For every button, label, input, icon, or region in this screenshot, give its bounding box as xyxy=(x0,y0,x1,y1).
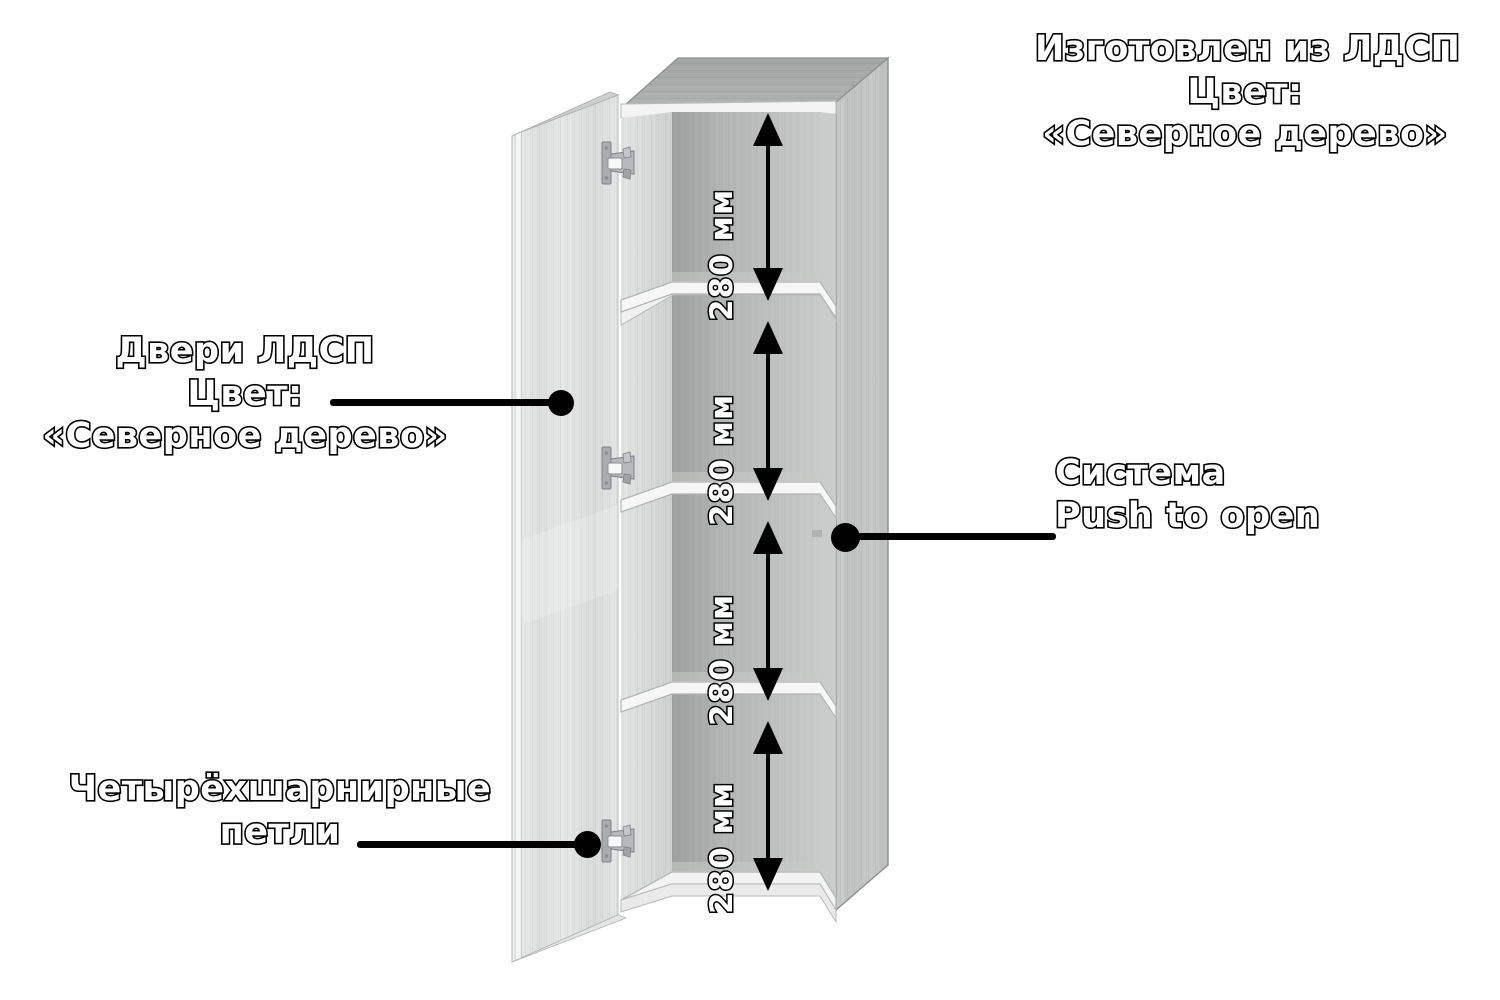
push-to-open-latch xyxy=(812,530,822,537)
dimension-arrow xyxy=(753,721,783,891)
door-hinge xyxy=(601,141,635,185)
hinges-note: Четырёхшарнирные петли xyxy=(45,767,515,853)
doors-note-line-1: Двери ЛДСП xyxy=(114,329,376,372)
doors-note-line-3: «Северное дерево» xyxy=(41,415,449,458)
doors-note-line-2: Цвет: xyxy=(186,372,304,415)
door-hinge xyxy=(601,819,635,863)
push-to-open-note: Система Push to open xyxy=(1053,451,1385,537)
hinges-leader-dot xyxy=(574,831,601,858)
material-note: Изготовлен из ЛДСП Цвет: «Северное дерев… xyxy=(1033,27,1461,156)
dimension-arrow xyxy=(753,113,783,301)
material-note-line-1: Изготовлен из ЛДСП xyxy=(1033,27,1461,70)
hinges-note-line-1: Четырёхшарнирные xyxy=(67,767,492,810)
cabinet-bottom-board xyxy=(620,871,837,924)
push-to-open-note-line-2: Push to open xyxy=(1053,494,1321,537)
doors-leader-line xyxy=(330,399,552,406)
cabinet-right-side-panel xyxy=(835,56,889,912)
push-to-open-leader-dot xyxy=(831,523,860,552)
push-to-open-note-line-1: Система xyxy=(1053,451,1226,494)
compartment-floors xyxy=(672,272,820,872)
dimension-arrows xyxy=(753,113,783,891)
push-to-open-leader-line xyxy=(858,533,1056,540)
dimension-arrow xyxy=(753,321,783,501)
shelf xyxy=(620,281,837,326)
dimension-label-2: 280 мм xyxy=(703,392,742,527)
doors-note: Двери ЛДСП Цвет: «Северное дерево» xyxy=(35,329,455,458)
doors-leader-dot xyxy=(548,390,574,416)
material-note-line-3: «Северное дерево» xyxy=(1041,113,1449,156)
cabinet-door xyxy=(511,91,628,963)
dimension-label-1: 280 мм xyxy=(703,187,742,322)
hinges-leader-line xyxy=(357,841,579,848)
material-note-line-2: Цвет: xyxy=(1186,70,1304,113)
dimension-label-3: 280 мм xyxy=(703,592,742,727)
dimension-label-4: 280 мм xyxy=(703,780,742,915)
dimension-arrow xyxy=(753,521,783,701)
hinges-note-line-2: петли xyxy=(218,810,342,853)
door-hinge xyxy=(601,446,635,490)
